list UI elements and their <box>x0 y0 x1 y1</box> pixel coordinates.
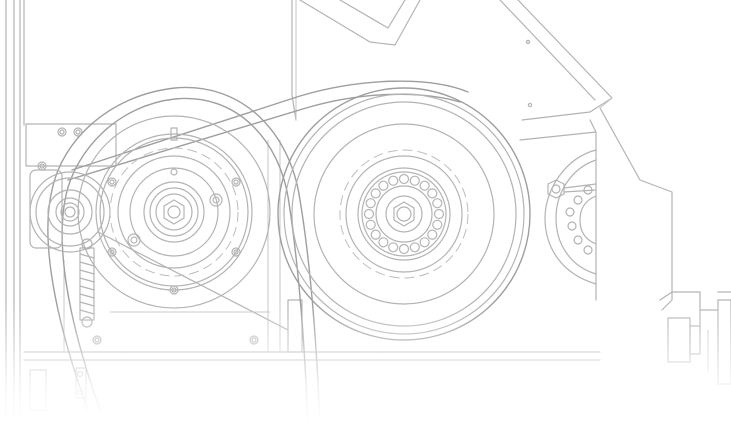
large-flywheel <box>277 87 531 341</box>
frame <box>5 0 613 423</box>
driven-pulley <box>77 115 271 309</box>
bearing-balls <box>363 173 445 255</box>
bearing-ring <box>361 171 447 257</box>
right-pulley <box>544 149 597 285</box>
drive-belt <box>47 80 469 423</box>
hopper-chute <box>519 97 673 311</box>
idler-pulley <box>29 169 111 253</box>
right-housing <box>659 291 731 385</box>
